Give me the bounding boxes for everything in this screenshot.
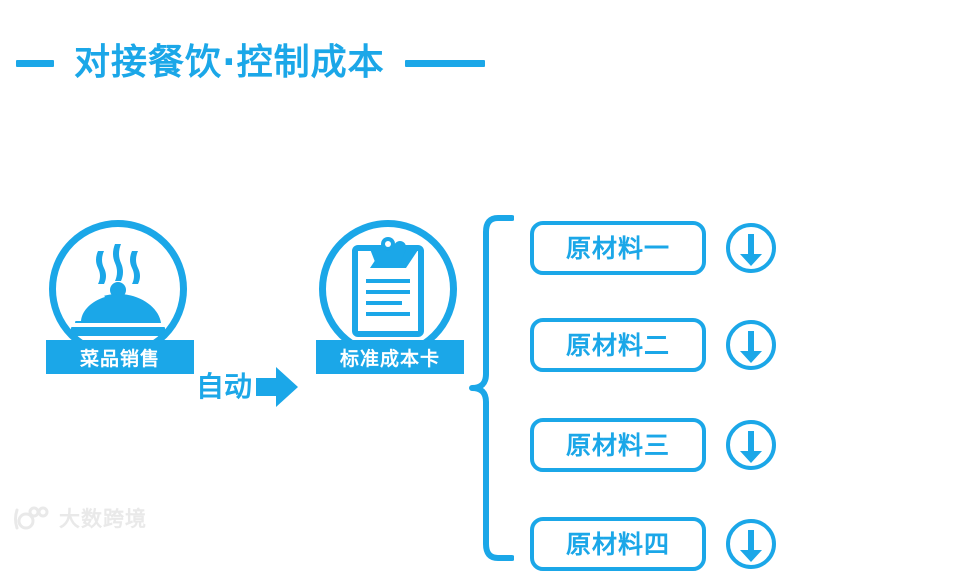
food-cloche-icon — [71, 244, 165, 336]
title-rule-right — [404, 59, 485, 67]
material-label: 原材料二 — [565, 330, 670, 360]
material-box[interactable]: 原材料三 — [530, 418, 706, 472]
page-title: 对接餐饮·控制成本 — [74, 42, 385, 83]
material-box[interactable]: 原材料一 — [530, 221, 706, 275]
circle-down-arrow-icon[interactable] — [724, 318, 778, 372]
watermark: 大数跨境 — [12, 506, 147, 532]
flow-node-source[interactable]: 菜品销售 — [46, 220, 202, 386]
source-node-label: 菜品销售 — [46, 340, 194, 374]
circle-down-arrow-icon[interactable] — [724, 517, 778, 571]
title-rule-left — [16, 59, 54, 67]
flow-connector: 自动 — [196, 362, 300, 412]
material-row[interactable]: 原材料二 — [530, 316, 786, 374]
slide-header: 对接餐饮·控制成本 — [0, 38, 960, 88]
flow-node-target[interactable]: 标准成本卡 — [316, 220, 472, 386]
material-row[interactable]: 原材料一 — [530, 219, 786, 277]
clipboard-document-icon — [352, 237, 424, 337]
right-arrow-icon — [256, 367, 299, 407]
brand-logo-icon — [14, 506, 49, 530]
watermark-text: 大数跨境 — [59, 506, 147, 531]
material-row[interactable]: 原材料四 — [530, 515, 786, 573]
material-label: 原材料四 — [565, 529, 670, 559]
material-box[interactable]: 原材料四 — [530, 517, 706, 571]
material-label: 原材料三 — [565, 430, 670, 460]
circle-down-arrow-icon[interactable] — [724, 418, 778, 472]
connector-label: 自动 — [196, 370, 253, 403]
material-box[interactable]: 原材料二 — [530, 318, 706, 372]
diagram-stage: 菜品销售 自动 — [0, 100, 960, 571]
curly-brace-icon — [469, 215, 514, 561]
circle-down-arrow-icon[interactable] — [724, 221, 778, 275]
material-row[interactable]: 原材料三 — [530, 416, 786, 474]
slide-canvas: 对接餐饮·控制成本 菜品销售 自动 — [0, 38, 960, 571]
material-label: 原材料一 — [565, 233, 670, 263]
target-node-label: 标准成本卡 — [316, 340, 464, 374]
